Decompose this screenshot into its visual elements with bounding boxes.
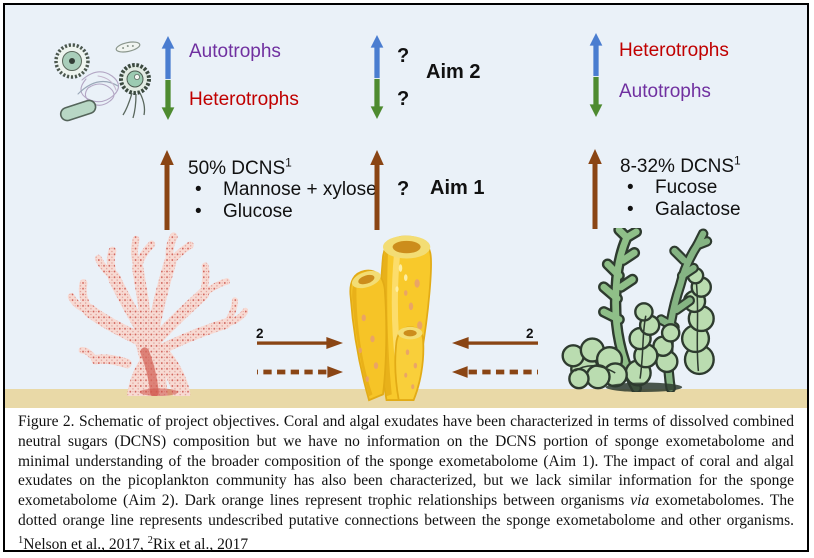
updown-arrow-icon xyxy=(369,34,385,120)
dashed-exchange-arrow-icon xyxy=(452,365,538,379)
question-mark: ? xyxy=(397,178,410,200)
coral-dcns-bullets: • Mannose + xylose • Glucose xyxy=(191,179,377,222)
bullet-dot: • xyxy=(195,200,202,222)
trophic-arrow-icon xyxy=(586,149,604,229)
list-item: • Fucose xyxy=(623,177,741,199)
heterotrophs-label: Heterotrophs xyxy=(619,40,729,61)
aim1-label: Aim 1 xyxy=(430,177,485,199)
exchange-arrow-icon xyxy=(257,336,343,350)
footnote-sup: 1 xyxy=(285,155,292,170)
caption-text: exometabolomes. The dotted orange line r… xyxy=(18,492,795,529)
autotrophs-label: Autotrophs xyxy=(619,81,711,102)
coral-illustration xyxy=(67,232,248,396)
question-mark: ? xyxy=(397,45,410,67)
caption-via: via xyxy=(630,492,650,510)
list-item: • Galactose xyxy=(623,199,741,221)
caption-text: Figure 2. Schematic of project objective… xyxy=(18,413,794,510)
algae-dcns-text: 8-32% DCNS xyxy=(620,156,735,177)
updown-arrow-icon xyxy=(160,35,176,121)
bullet-text: Mannose + xylose xyxy=(223,179,377,200)
bullet-dot: • xyxy=(627,198,634,220)
coral-dcns-title: 50% DCNS1 xyxy=(188,155,292,179)
coral-dcns-text: 50% DCNS xyxy=(188,158,286,179)
footnote-ref: 2 xyxy=(526,326,534,341)
exchange-arrow-icon xyxy=(452,336,538,350)
bullet-text: Glucose xyxy=(223,200,293,222)
question-mark: ? xyxy=(397,88,410,110)
dashed-exchange-arrow-icon xyxy=(257,365,343,379)
trophic-arrow-icon xyxy=(368,150,386,230)
autotrophs-label: Autotrophs xyxy=(189,41,281,62)
bullet-dot: • xyxy=(195,179,202,200)
caption-ref2: Rix et al., 2017 xyxy=(152,535,249,553)
bullet-dot: • xyxy=(627,177,634,198)
aim2-label: Aim 2 xyxy=(426,61,481,83)
list-item: • Glucose xyxy=(191,201,377,223)
trophic-arrow-icon xyxy=(158,150,176,230)
updown-arrow-icon xyxy=(588,32,604,118)
footnote-ref: 2 xyxy=(256,326,264,341)
algae-illustration xyxy=(561,228,715,392)
algae-dcns-title: 8-32% DCNS1 xyxy=(620,153,741,177)
figure-border xyxy=(3,3,809,552)
caption-ref1: Nelson et al., 2017, xyxy=(23,535,148,553)
microbes-illustration xyxy=(54,41,151,122)
algae-dcns-bullets: • Fucose • Galactose xyxy=(623,177,741,220)
sponge-illustration xyxy=(349,235,432,402)
bullet-text: Galactose xyxy=(655,198,741,220)
heterotrophs-label: Heterotrophs xyxy=(189,89,299,110)
caption-ref2-sup: 2 xyxy=(147,534,153,546)
footnote-sup: 1 xyxy=(734,153,741,168)
caption-ref1-sup: 1 xyxy=(18,534,24,546)
bullet-text: Fucose xyxy=(655,177,718,198)
list-item: • Mannose + xylose xyxy=(191,179,377,201)
figure-caption: Figure 2. Schematic of project objective… xyxy=(18,412,794,555)
